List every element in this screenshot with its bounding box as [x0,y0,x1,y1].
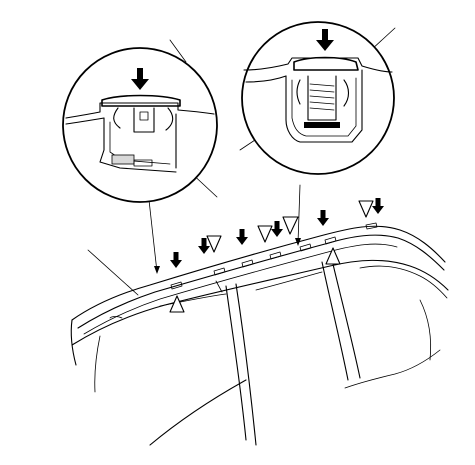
press-arrow-icon [198,238,210,254]
clip-tick [299,243,312,252]
detail-roof-panel-lower [245,75,287,83]
molding-cap [293,56,359,71]
detail-body-inner [291,77,357,137]
clip-position-triangle-icon [325,247,341,265]
rear-window-line [255,271,323,291]
windshield-edge [70,319,77,366]
leader-line [297,184,301,244]
leader-lines [87,27,396,296]
leader-arrowhead [154,266,160,274]
roof-molding-inner [83,243,398,335]
press-arrow-icon [317,210,329,226]
clip-tick [269,251,282,260]
molding-clip-coil [309,83,335,111]
leader-line [148,199,158,273]
press-arrow-icon [316,29,334,51]
front-window-line [159,293,227,307]
clip-position-markers [169,200,374,313]
c-pillar-front [321,261,349,381]
detail-circle-left [62,47,218,203]
molding-clips [170,222,378,290]
press-arrows [170,198,384,268]
leader-line-molding [87,249,139,296]
roof-molding [77,234,445,329]
leader-arrowhead [295,238,301,246]
detail-circle-right [241,21,395,175]
molding-clip-body [133,107,155,133]
detail-roof-panel [65,102,215,119]
roof-edge [71,225,446,321]
press-arrow-icon [236,229,248,245]
press-arrow-icon [131,68,149,90]
clip-position-triangle-icon [282,216,299,235]
molding-clip-spring [113,107,174,131]
detail-body-wall-left [99,117,177,173]
detail-base-block [111,154,135,165]
molding-clip-spring [296,79,350,107]
quarter-window-line [359,265,448,299]
molding-cap [101,94,181,107]
clip-tick [213,267,226,276]
clip-position-triangle-icon [257,225,273,243]
press-arrow-icon [170,252,182,268]
press-arrow-icon [271,221,283,237]
clip-tick [241,259,254,268]
b-pillar-rear [235,283,257,446]
clip-tick [365,222,378,230]
molding-clip-body [307,75,337,121]
a-pillar-line [94,335,101,393]
clip-position-triangle-icon [206,235,222,253]
leader-line-clip-left [169,39,187,63]
rear-body-sweep [344,349,441,389]
detail-base-step [133,159,153,167]
detail-roof-panel-lower [65,117,105,125]
clip-detail-left [62,47,218,203]
pillar-detail [215,280,223,293]
clip-position-triangle-icon [169,295,185,313]
detail-body-wall [285,69,363,143]
vehicle-body [70,222,449,446]
clip-detail-right [241,21,395,175]
clip-position-triangle-icon [358,200,374,218]
c-pillar-rear [331,259,361,379]
detail-clip-base [304,122,340,128]
rear-body-curve [419,299,432,361]
press-arrow-icon [372,198,384,214]
b-pillar-front [225,285,247,441]
molding-clip-tab [139,111,149,121]
body-shoulder [71,259,449,346]
clip-tick [170,281,183,290]
door-lower-line [149,379,247,446]
roof-side-panel [109,316,123,319]
clip-tick [324,236,337,245]
